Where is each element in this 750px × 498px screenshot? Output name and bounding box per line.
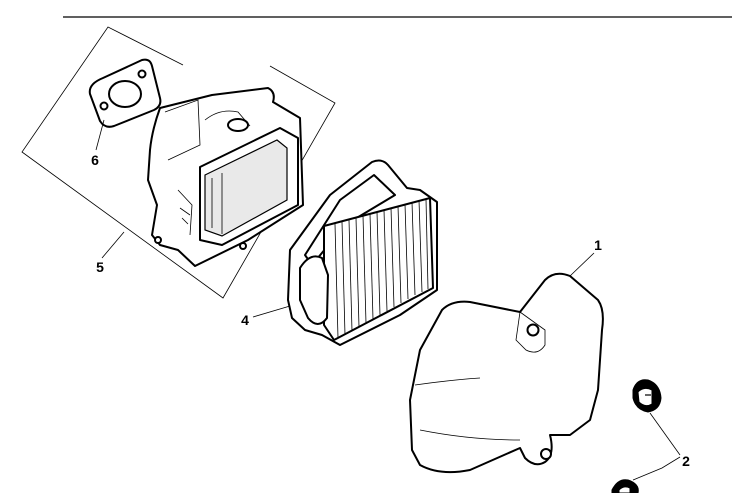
cover-part — [409, 272, 604, 474]
filter-pleats — [334, 198, 429, 339]
base-part — [147, 87, 304, 267]
assembly-bracket — [21, 26, 336, 299]
callout-1: 1 — [594, 237, 602, 253]
knob-part — [611, 379, 662, 494]
gasket-part — [88, 58, 162, 128]
callout-4: 4 — [241, 312, 249, 328]
leader-lines — [95, 119, 681, 481]
callout-5: 5 — [96, 259, 104, 275]
callout-2: 2 — [682, 453, 690, 469]
filter-part — [287, 159, 438, 346]
callout-6: 6 — [91, 152, 99, 168]
